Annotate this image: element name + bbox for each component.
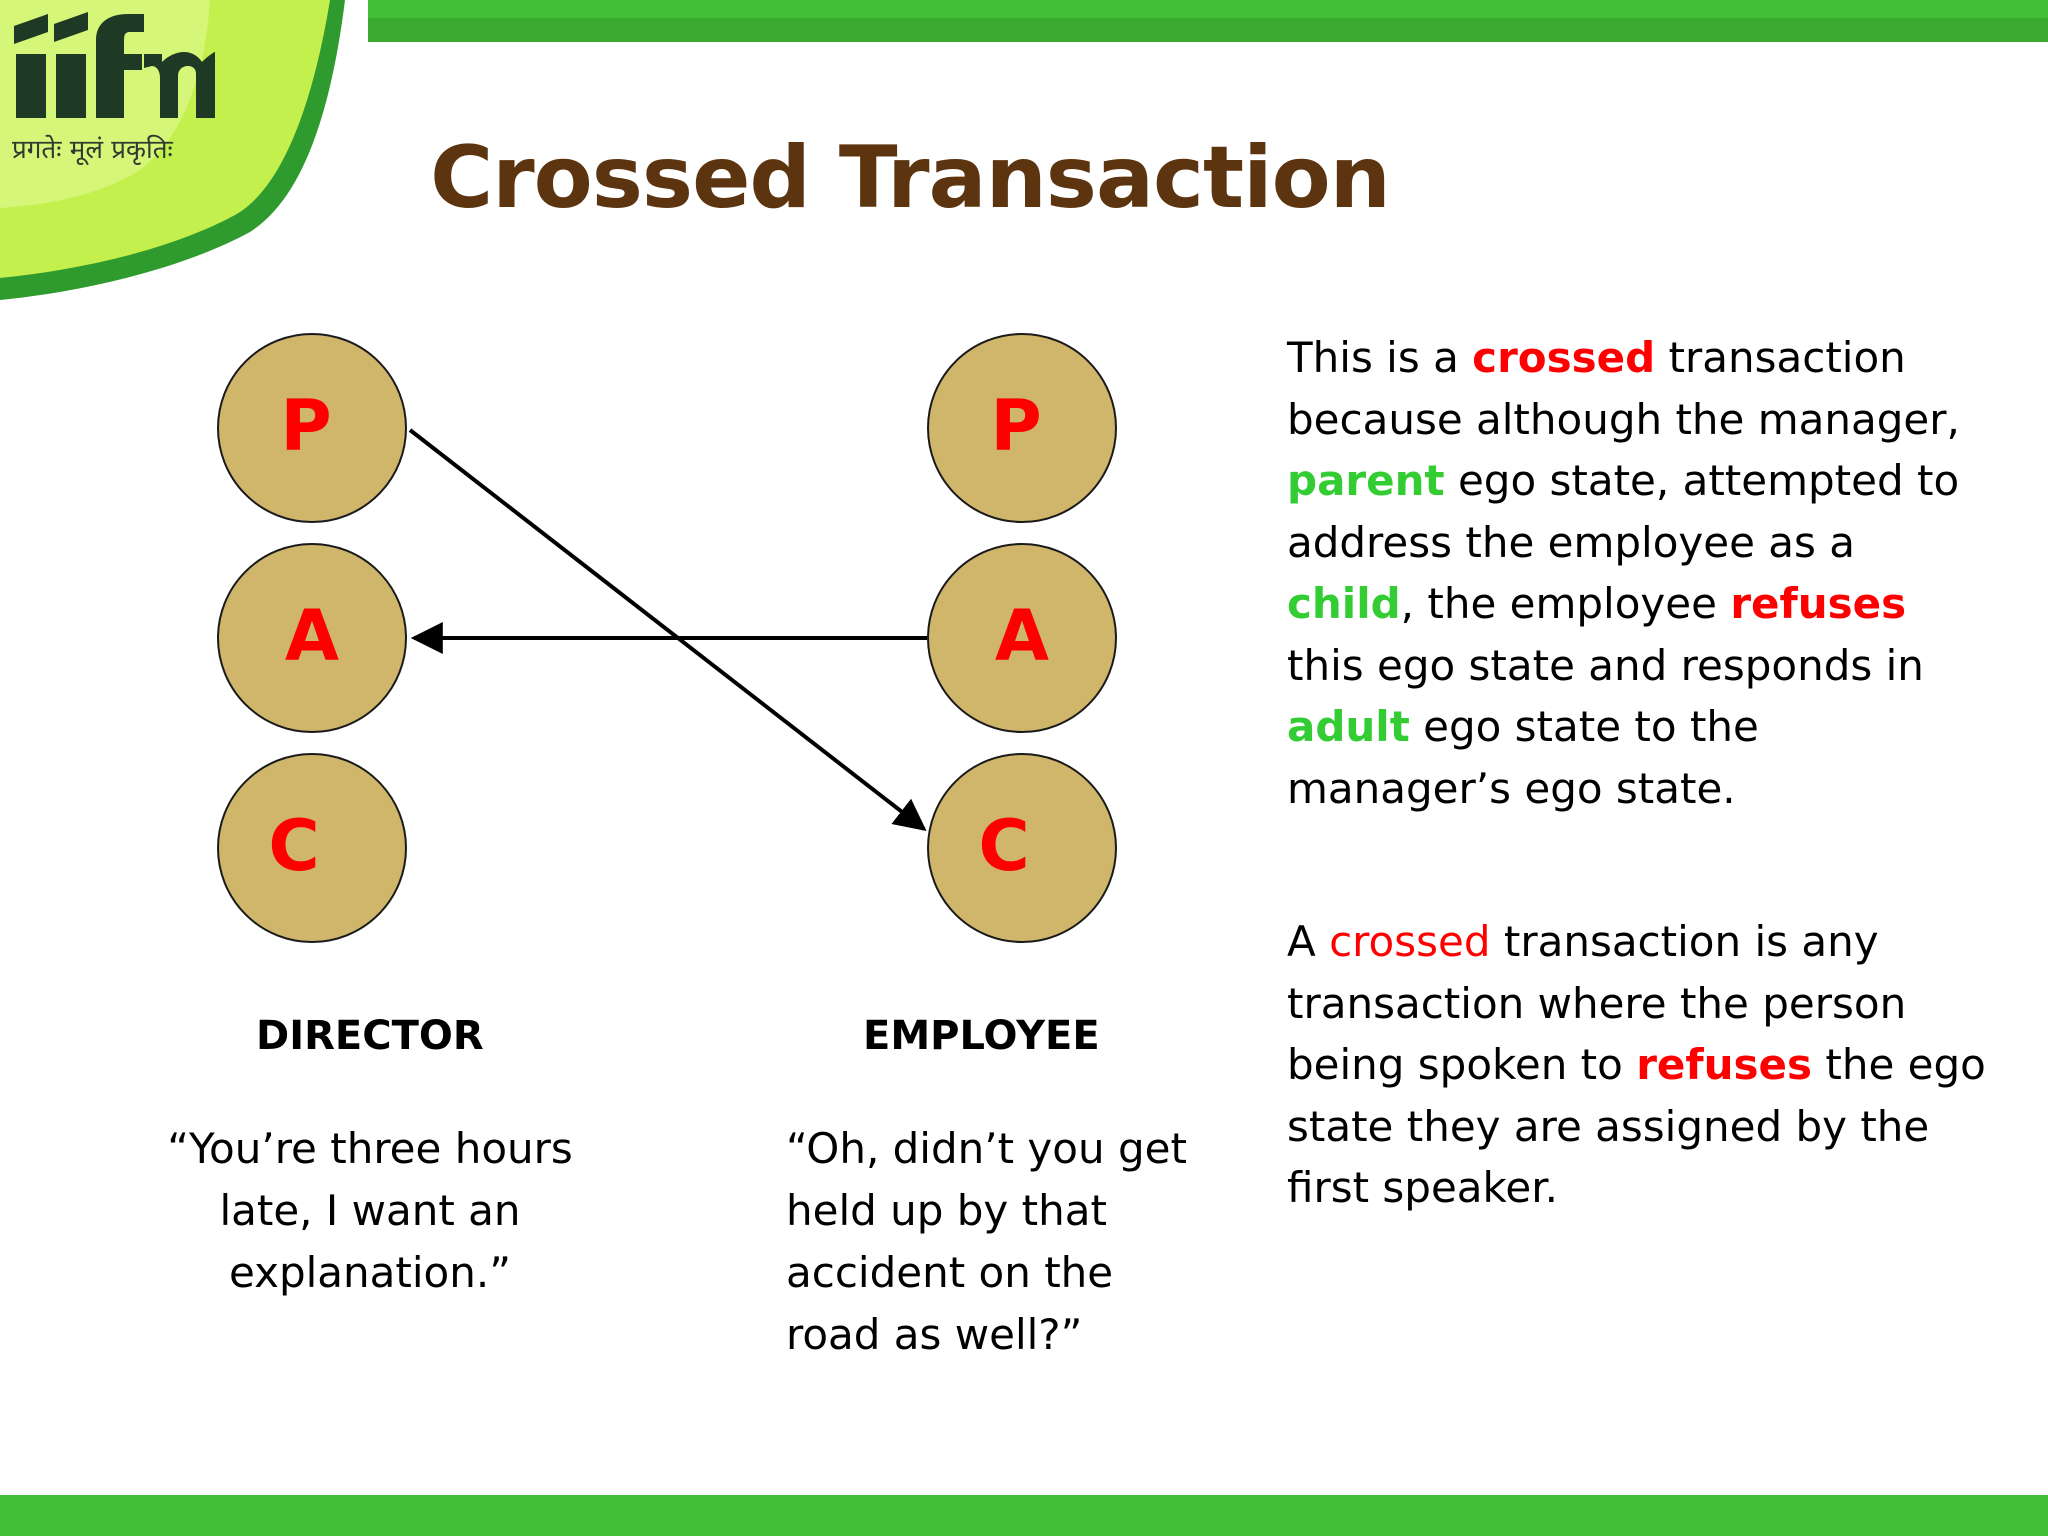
- director-parent-node: P: [217, 333, 407, 523]
- director-quote: “You’re three hours late, I want an expl…: [167, 1124, 573, 1297]
- para2-text: the ego state they are assigned by the f…: [1287, 1040, 1986, 1212]
- para1-text: This is a: [1287, 333, 1473, 382]
- employee-quote: “Oh, didn’t you get held up by that acci…: [786, 1124, 1187, 1359]
- para2-text: A: [1287, 917, 1330, 966]
- explanation-paragraph-1: This is a crossed transaction because al…: [1287, 327, 1987, 819]
- employee-label: EMPLOYEE: [863, 1013, 1100, 1059]
- director-adult-node: A: [217, 543, 407, 733]
- para1-highlight-child: child: [1287, 579, 1401, 628]
- employee-child-node: C: [927, 753, 1117, 943]
- employee-parent-node: P: [927, 333, 1117, 523]
- para1-text: ego state to the manager’s ego state.: [1287, 702, 1759, 813]
- top-band-shading: [368, 18, 2048, 42]
- employee-child-letter: C: [978, 805, 1030, 887]
- bottom-green-band: [0, 1495, 2048, 1536]
- para2-highlight-refuses: refuses: [1636, 1040, 1813, 1089]
- para1-highlight-adult: adult: [1287, 702, 1410, 751]
- iifm-logo: प्रगतेः मूलं प्रकृतिः: [10, 8, 215, 168]
- director-adult-letter: A: [284, 595, 340, 677]
- para1-highlight-crossed: crossed: [1472, 333, 1656, 382]
- para1-highlight-parent: parent: [1287, 456, 1445, 505]
- director-child-node: C: [217, 753, 407, 943]
- director-parent-letter: P: [280, 385, 332, 467]
- director-label: DIRECTOR: [256, 1013, 484, 1059]
- director-child-letter: C: [268, 805, 320, 887]
- explanation-paragraph-2: A crossed transaction is any transaction…: [1287, 911, 1987, 1219]
- employee-parent-letter: P: [990, 385, 1042, 467]
- employee-adult-node: A: [927, 543, 1117, 733]
- para2-text: transaction is any transaction where the…: [1287, 917, 1907, 1089]
- para1-text: this ego state and responds in: [1287, 640, 1924, 690]
- para1-text: transaction because although the manager…: [1287, 333, 1960, 444]
- iifm-logo-icon: [14, 12, 215, 118]
- arrow-director-p-to-employee-c: [408, 428, 927, 831]
- para1-text: , the employee: [1400, 579, 1731, 628]
- para1-text: ego state, attempted to address the empl…: [1287, 456, 1960, 567]
- page-title: Crossed Transaction: [430, 128, 1391, 228]
- logo-tagline: प्रगतेः मूलं प्रकृतिः: [12, 135, 173, 165]
- para1-highlight-refuses: refuses: [1730, 579, 1907, 628]
- para2-highlight-crossed: crossed: [1329, 917, 1491, 966]
- employee-adult-letter: A: [994, 595, 1050, 677]
